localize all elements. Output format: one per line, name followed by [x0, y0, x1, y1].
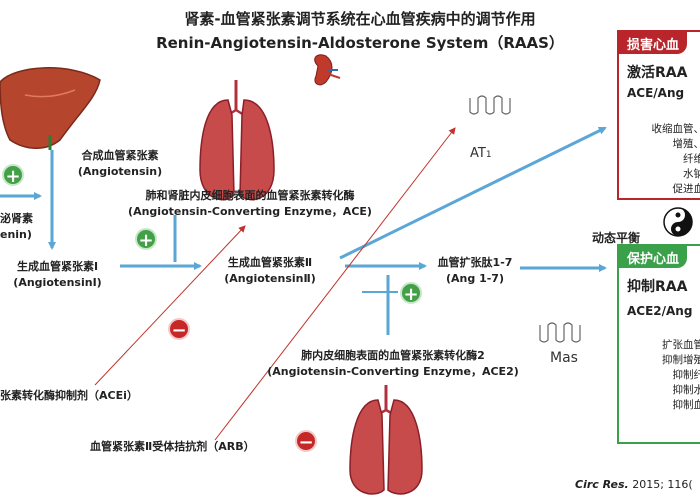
label-ace2: 肺内皮细胞表面的血管紧张素转化酶2 (Angiotensin-Convertin… [267, 349, 519, 378]
label-angiotensin-1: 生成血管紧张素Ⅰ (AngiotensinⅠ) [13, 260, 102, 289]
lungs-illustration-bottom [349, 385, 423, 495]
label-angiotensin-2: 生成血管紧张素Ⅱ (AngiotensinⅡ) [224, 256, 316, 285]
label-mas: Mas [550, 350, 578, 366]
protect-panel: 保护心血 抑制RAA ACE2/Ang 扩张血管 抑制增殖 抑制纤 抑制水 抑制… [617, 244, 700, 444]
label-renin: 泌肾素 enin) [0, 212, 33, 241]
label-dynamic-balance: 动态平衡 [592, 231, 641, 245]
label-synth-angiotensin: 合成血管紧张素 (Angiotensin) [77, 149, 163, 178]
protect-panel-header: 保护心血 [619, 246, 688, 268]
harm-panel: 损害心血 激活RAA ACE/Ang 收缩血管、 增殖、 纤维 水钠 促进血 [617, 30, 700, 200]
minus-icon: − [168, 318, 190, 341]
label-at1: AT1 [470, 146, 492, 161]
label-ace: 肺和肾脏内皮细胞表面的血管紧张素转化酶 (Angiotensin-Convert… [128, 189, 372, 218]
harm-panel-axis: ACE/Ang [627, 86, 685, 100]
plus-icon: + [400, 282, 422, 305]
protect-panel-effects: 扩张血管 抑制增殖 抑制纤 抑制水 抑制血 [662, 339, 700, 411]
label-arb: 血管紧张素Ⅱ受体拮抗剂（ARB） [90, 440, 255, 453]
minus-icon: − [295, 430, 317, 453]
citation: Circ Res. 2015; 116( [575, 478, 693, 491]
protect-panel-inhibit: 抑制RAA [627, 279, 688, 295]
plus-icon: + [2, 164, 24, 187]
plus-icon: + [135, 228, 157, 251]
protect-panel-axis: ACE2/Ang [627, 304, 693, 318]
label-acei: 张素转化酶抑制剂（ACEi） [0, 389, 138, 402]
harm-panel-activate: 激活RAA [627, 65, 688, 81]
at1-receptor-icon [469, 95, 511, 115]
yin-yang-icon [663, 207, 693, 237]
label-ang-1-7: 血管扩张肽1-7 (Ang 1-7) [437, 256, 513, 285]
kidney-illustration [314, 54, 341, 86]
diagram-title-cn: 肾素-血管紧张素调节系统在心血管疾病中的调节作用 [184, 10, 536, 28]
harm-panel-header: 损害心血 [619, 32, 688, 54]
mas-receptor-icon [539, 322, 581, 343]
diagram-title-en: Renin-Angiotensin-Aldosterone System（RAA… [156, 34, 564, 52]
harm-panel-effects: 收缩血管、 增殖、 纤维 水钠 促进血 [651, 123, 700, 195]
liver-illustration [0, 67, 101, 150]
lungs-illustration-top [199, 80, 275, 201]
